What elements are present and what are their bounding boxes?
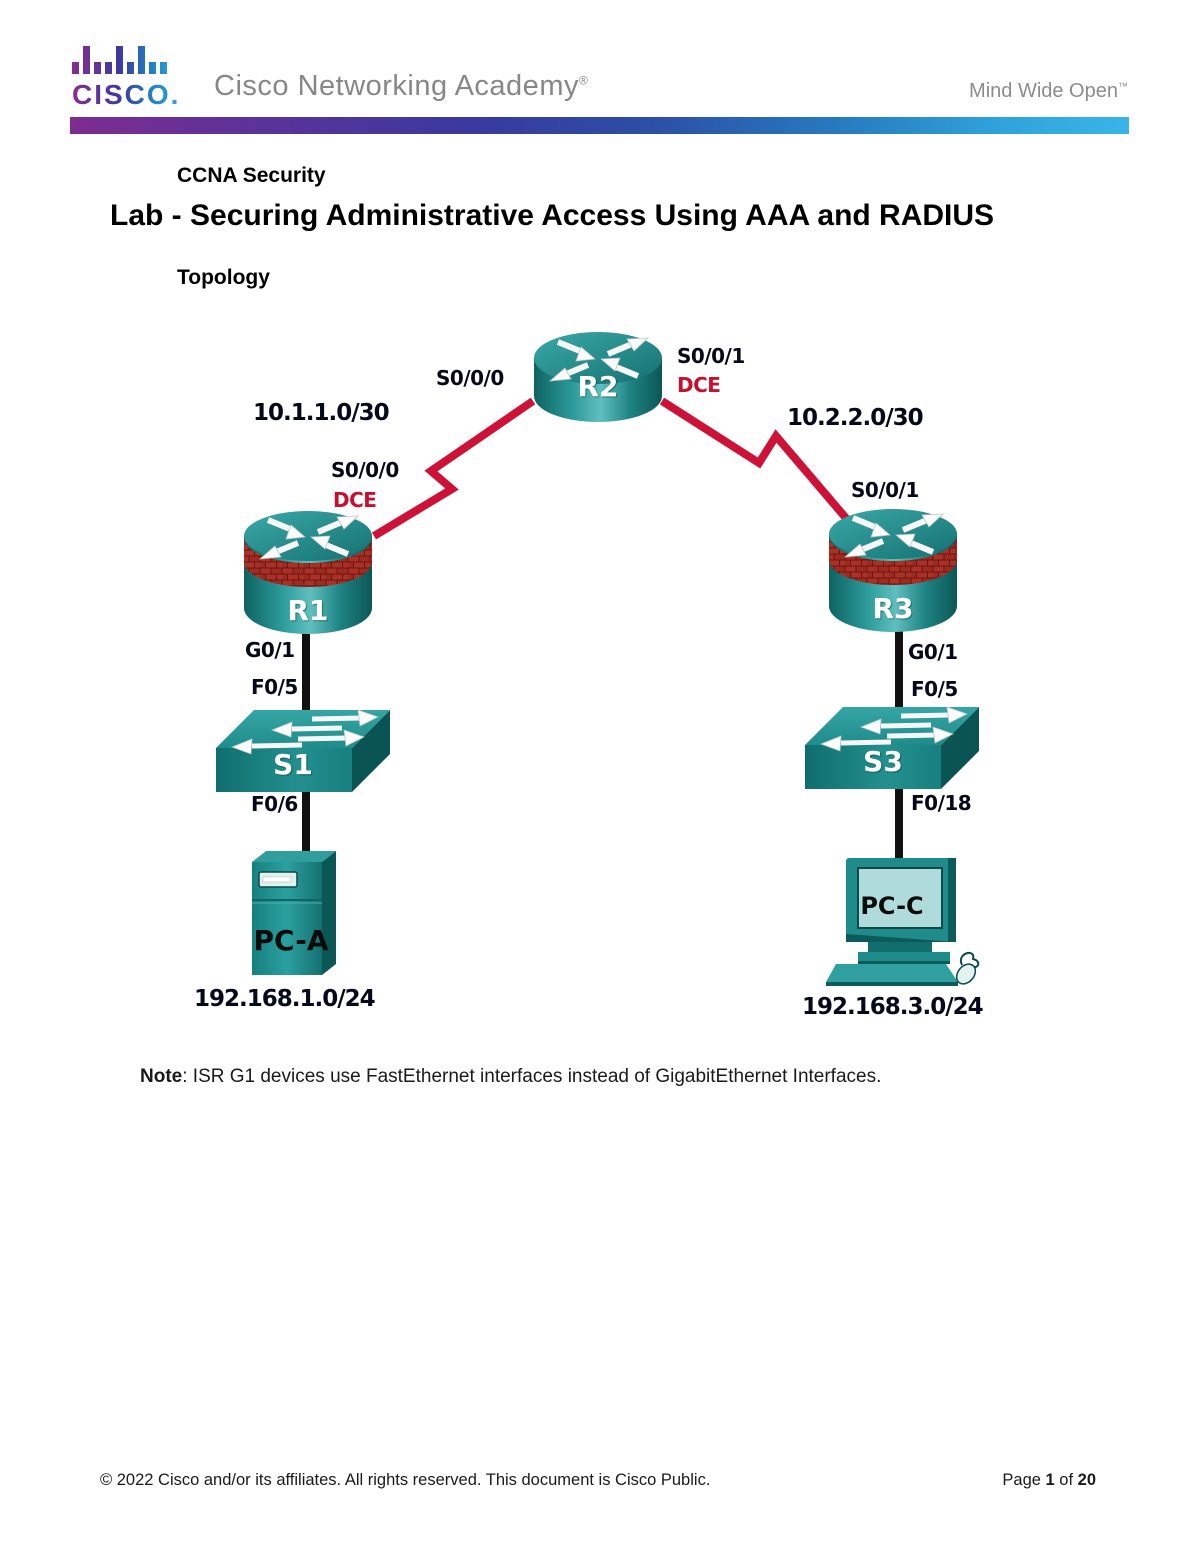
course-name: CCNA Security bbox=[177, 164, 326, 187]
device-label-pcc: PC-C bbox=[860, 892, 924, 920]
cisco-logo: CISCO. bbox=[72, 46, 180, 110]
switch-s1-icon bbox=[216, 709, 390, 792]
brand-registered-mark: ® bbox=[578, 73, 589, 88]
label-lan-left: 192.168.1.0/24 bbox=[194, 986, 376, 1012]
brand-text: Cisco Networking Academy® bbox=[214, 70, 588, 103]
label-subnet-left: 10.1.1.0/30 bbox=[253, 400, 390, 426]
note-text: : ISR G1 devices use FastEthernet interf… bbox=[182, 1066, 882, 1087]
header-gradient-bar bbox=[70, 117, 1129, 134]
device-label-s3: S3 bbox=[863, 745, 903, 778]
footer-page-total: 20 bbox=[1077, 1471, 1096, 1489]
cisco-logo-word: CISCO. bbox=[72, 79, 180, 110]
pc-pcc-icon bbox=[826, 858, 980, 986]
firewall-router-r3-icon bbox=[829, 509, 957, 632]
label-r1-lan-if: G0/1 bbox=[245, 638, 295, 662]
router-r2-icon bbox=[534, 332, 662, 422]
label-r2-serial-right: S0/0/1 bbox=[677, 344, 745, 368]
switch-arrows bbox=[819, 706, 969, 752]
label-r1-serial: S0/0/0 bbox=[331, 458, 399, 482]
firewall-router-r1-icon bbox=[244, 511, 372, 634]
device-label-s1: S1 bbox=[273, 748, 313, 781]
label-r2-dce: DCE bbox=[677, 373, 721, 397]
serial-link-r1-r2 bbox=[371, 397, 536, 540]
brand-name: Cisco Networking Academy bbox=[214, 70, 579, 102]
label-r3-lan-if: G0/1 bbox=[908, 640, 958, 664]
serial-link-r2-r3 bbox=[659, 397, 855, 527]
footer-page-indicator: Page 1 of 20 bbox=[1002, 1471, 1096, 1490]
device-label-r2: R2 bbox=[577, 370, 619, 403]
label-r2-serial-left: S0/0/0 bbox=[436, 366, 504, 390]
device-label-pca: PC-A bbox=[253, 924, 329, 957]
label-s1-uplink-if: F0/5 bbox=[251, 675, 298, 699]
device-label-r3: R3 bbox=[872, 592, 914, 625]
cisco-bridge-icon bbox=[72, 46, 167, 74]
footer-copyright: © 2022 Cisco and/or its affiliates. All … bbox=[100, 1471, 711, 1489]
note-label: Note bbox=[140, 1066, 183, 1087]
section-heading: Topology bbox=[177, 266, 270, 289]
label-s1-host-if: F0/6 bbox=[251, 792, 298, 816]
label-lan-right: 192.168.3.0/24 bbox=[802, 994, 984, 1020]
server-pca-icon bbox=[252, 851, 336, 975]
note-paragraph: Note: ISR G1 devices use FastEthernet in… bbox=[140, 1066, 881, 1088]
tagline-trademark: ™ bbox=[1118, 81, 1128, 93]
tagline-text: Mind Wide Open™ bbox=[969, 80, 1128, 103]
page-title: Lab - Securing Administrative Access Usi… bbox=[110, 199, 995, 232]
switch-arrows bbox=[230, 709, 380, 755]
footer-page-word: Page bbox=[1002, 1471, 1046, 1489]
device-label-r1: R1 bbox=[287, 594, 329, 627]
label-r3-serial: S0/0/1 bbox=[851, 478, 919, 502]
label-s3-uplink-if: F0/5 bbox=[911, 677, 958, 701]
footer-page-number: 1 bbox=[1045, 1471, 1055, 1489]
tagline-words: Mind Wide Open bbox=[969, 80, 1118, 102]
label-r1-dce: DCE bbox=[333, 488, 377, 512]
label-subnet-right: 10.2.2.0/30 bbox=[787, 405, 924, 431]
switch-s3-icon bbox=[805, 706, 979, 789]
footer-of-word: of bbox=[1054, 1471, 1078, 1489]
label-s3-host-if: F0/18 bbox=[911, 791, 972, 815]
